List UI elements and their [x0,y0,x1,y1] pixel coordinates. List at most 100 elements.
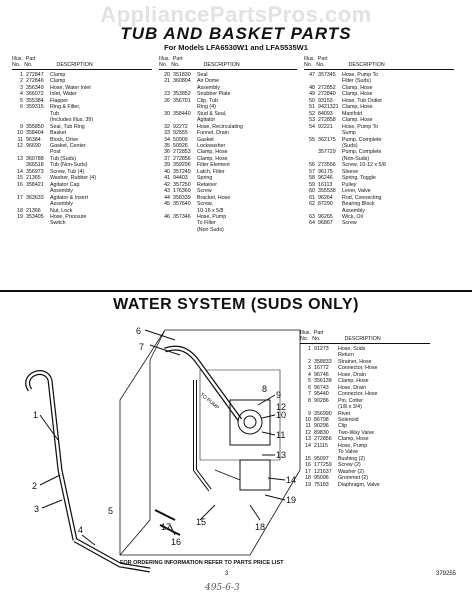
part-no: 356349 [26,84,44,91]
part-description: Connector, Hose [338,391,378,398]
callout-2: 2 [32,481,37,491]
part-no: 272847 [26,72,44,78]
part-no: 90286 [314,397,329,404]
header-part-no: No. [171,62,180,68]
part-description: Assembly [197,84,220,91]
illus-no: 2 [308,358,311,365]
parts-row: (Non Suds) [159,227,297,233]
illus-no: 15 [17,175,23,182]
illus-no: 49 [309,91,315,98]
part-no: 355538 [318,188,336,195]
part-description: To Filter [197,220,216,227]
illus-no: 8 [308,397,311,404]
callout-6: 6 [136,326,141,336]
parts-row: Ring (4) [159,104,297,110]
part-description: Rod, Connecting [342,194,382,201]
part-no: 360788 [26,155,44,162]
illus-no: 33 [164,130,170,137]
part-description: Hose, Drain [338,384,366,391]
part-description: Clamp, Hose [342,91,373,98]
part-description: Grommet (2) [338,475,369,482]
part-no: 96746 [314,371,329,378]
header-part: Part [317,56,328,62]
illus-no: 16 [17,181,23,188]
illus-no: 36 [164,149,170,156]
parts-row: (Suds) [304,143,454,149]
part-description: Hose, Water Inlet [50,84,91,91]
illus-no: 9 [20,123,23,130]
parts-row: To Filter [159,220,297,226]
parts-row: Switch [12,220,152,226]
part-description: Solenoid [338,416,359,423]
part-no: 356701 [173,97,191,104]
watermark: AppliancePartsPros.com [100,2,372,27]
header-illus: Illus. [159,56,170,62]
callout-14: 14 [286,475,296,485]
illus-no: 52 [309,110,315,117]
to-pump-label: TO PUMP [199,392,221,412]
part-description: Screw, [197,201,213,208]
illus-no: 19 [17,213,23,220]
part-no: 272840 [318,91,336,98]
part-description: Screw, Tub (4) [50,168,85,175]
part-no: 95440 [314,391,329,398]
part-description: Retainer [197,181,218,188]
part-description: Pin, Cotter [338,397,364,404]
parts-row: (1/8 x 3/4) [300,404,430,410]
parts-row: Assembly [12,201,152,207]
part-description: Post [50,149,61,156]
illus-no: 30 [164,110,170,117]
part-description: Bearing Block [342,201,375,208]
part-description: Hose, Pump To [342,72,379,78]
part-no: 21115 [314,442,328,449]
part-description: Ring (4) [197,104,216,111]
illus-no: 32 [164,123,170,130]
part-description: Tub (Non-Suds) [50,162,88,169]
part-description: Block, Drive [50,136,79,143]
callout-1: 1 [33,410,38,420]
illus-no: 9 [308,410,311,417]
part-no: 87290 [318,201,333,208]
part-description: Strainer, Hose [338,358,372,365]
part-no: 355850 [26,123,44,130]
parts-row: Sump [304,130,454,136]
illus-no: 26 [164,97,170,104]
part-no: 357729 [318,149,336,156]
header-part: Part [313,330,324,336]
illus-no: 43 [164,188,170,195]
part-description: Agitator Cap [50,181,80,188]
callout-12: 12 [276,402,286,412]
illus-no: 41 [164,175,170,182]
illus-no: 14 [305,442,311,449]
part-no: 272858 [318,117,336,124]
column-header: Illus. Part No.No.DESCRIPTION [159,56,297,68]
header-illus: Illus. [304,56,315,62]
illus-no: 2 [20,78,23,85]
parts-row: To Valve [300,449,430,455]
part-no: 16113 [318,181,333,188]
part-description: Screw (2) [338,462,361,469]
callout-3: 3 [34,504,39,514]
part-no: 96264 [318,194,333,201]
